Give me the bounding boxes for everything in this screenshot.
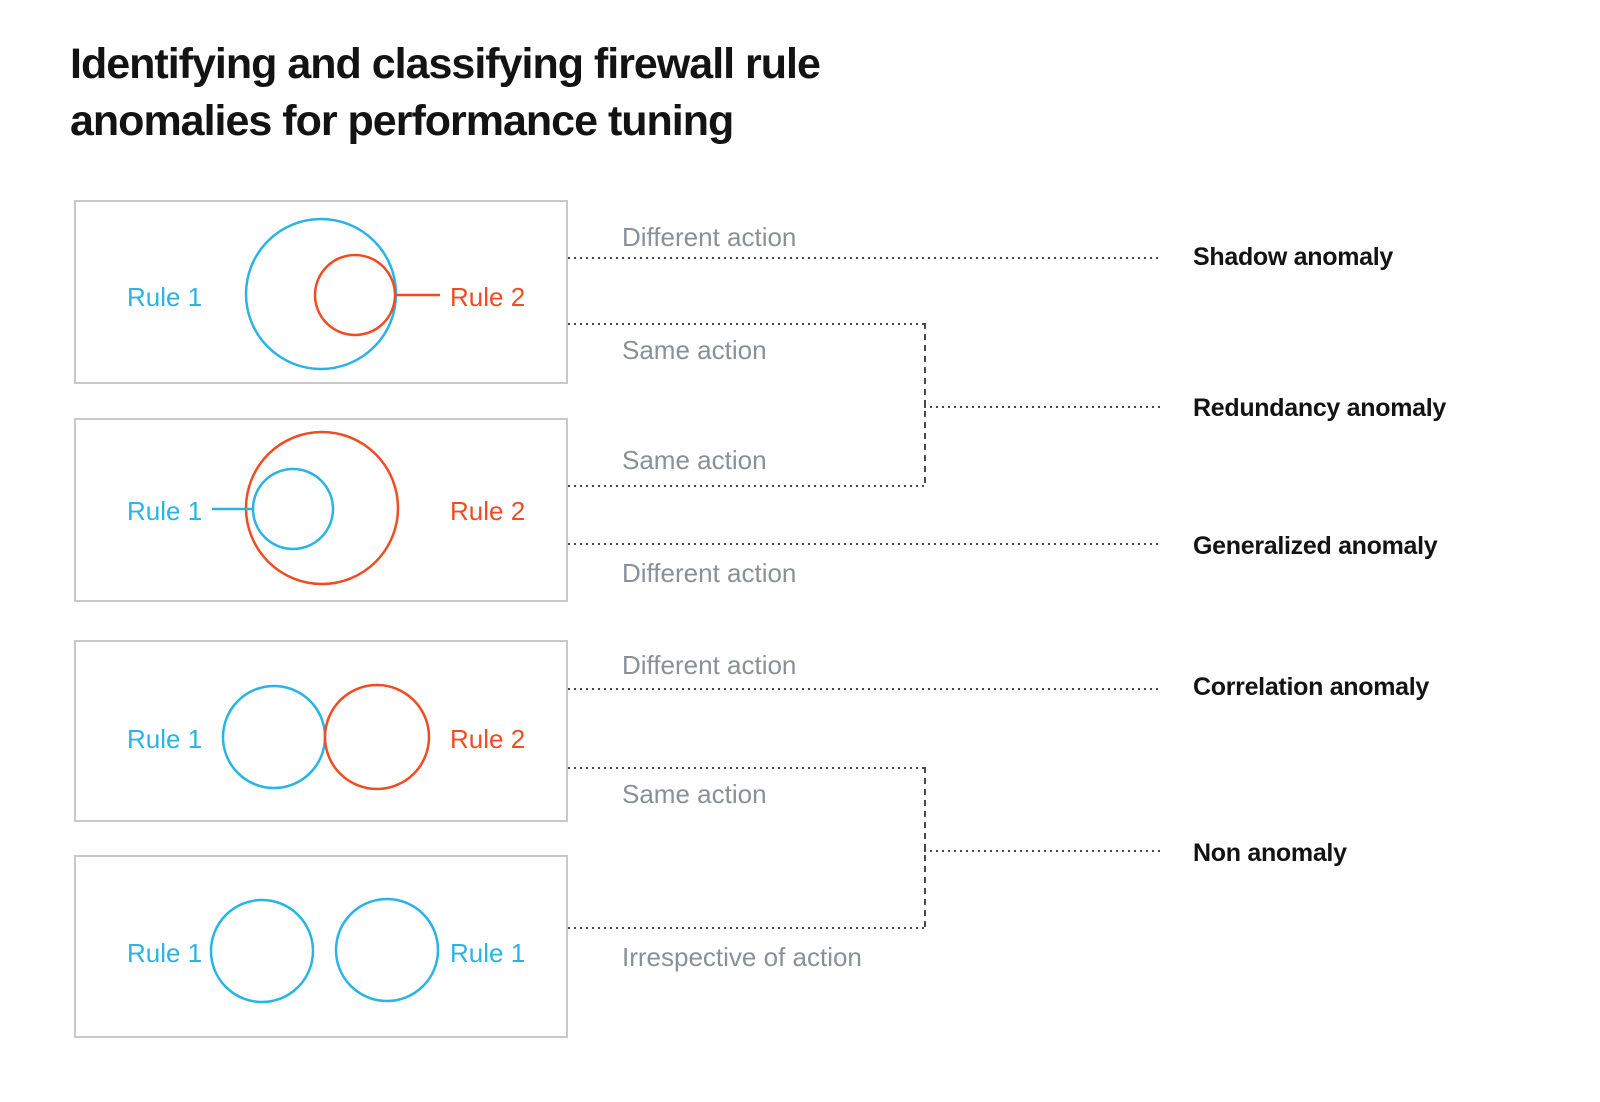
- connector-redundancy-out: [924, 406, 1160, 408]
- venn-box-rule1-inside-rule2: Rule 1 Rule 2: [74, 418, 568, 602]
- rule1-circle-right: [334, 897, 440, 1003]
- connector-non-top: [568, 767, 924, 769]
- rule1-label: Rule 1: [127, 938, 203, 968]
- edge-label-different-action: Different action: [622, 558, 797, 588]
- rule1-circle: [244, 217, 398, 371]
- edge-label-different-action: Different action: [622, 222, 797, 252]
- outcome-generalized-anomaly: Generalized anomaly: [1193, 532, 1438, 560]
- page-title: Identifying and classifying firewall rul…: [70, 36, 821, 150]
- outcome-correlation-anomaly: Correlation anomaly: [1193, 673, 1430, 701]
- venn-box-rules-overlapping: Rule 1 Rule 2: [74, 640, 568, 822]
- venn-graphic: [221, 683, 431, 791]
- connector-shadow: [568, 257, 1160, 259]
- connector-non-out: [924, 850, 1160, 852]
- edge-label-irrespective: Irrespective of action: [622, 942, 862, 972]
- outcome-non-anomaly: Non anomaly: [1193, 839, 1347, 867]
- rule1-label-duplicate: Rule 1: [450, 938, 526, 968]
- connector-redundancy-vertical: [924, 323, 926, 485]
- edge-label-same-action: Same action: [622, 779, 767, 809]
- rule2-circle: [244, 430, 400, 586]
- outcome-shadow-anomaly: Shadow anomaly: [1193, 243, 1394, 271]
- rule2-label: Rule 2: [450, 496, 526, 526]
- rule1-label: Rule 1: [127, 724, 203, 754]
- edge-label-same-action: Same action: [622, 445, 767, 475]
- page-title-line2: anomalies for performance tuning: [70, 97, 734, 145]
- rule1-circle-left: [209, 898, 315, 1004]
- outcome-redundancy-anomaly: Redundancy anomaly: [1193, 394, 1446, 422]
- connector-redundancy-bottom: [568, 485, 924, 487]
- edge-label-different-action: Different action: [622, 650, 797, 680]
- venn-graphic: [244, 217, 440, 371]
- connector-non-vertical: [924, 767, 926, 927]
- rule1-label: Rule 1: [127, 496, 203, 526]
- rule2-circle: [313, 253, 397, 337]
- connector-redundancy-top: [568, 323, 924, 325]
- rule2-label: Rule 2: [450, 282, 526, 312]
- page-title-line1: Identifying and classifying firewall rul…: [70, 40, 821, 88]
- venn-graphic: [209, 897, 440, 1004]
- connector-non-bottom: [568, 927, 924, 929]
- rule1-circle: [221, 684, 327, 790]
- rule1-circle: [251, 467, 335, 551]
- edge-label-same-action: Same action: [622, 335, 767, 365]
- venn-graphic: [212, 430, 400, 586]
- rule1-label: Rule 1: [127, 282, 203, 312]
- connector-correlation: [568, 688, 1160, 690]
- connector-generalized: [568, 543, 1160, 545]
- venn-box-rules-disjoint: Rule 1 Rule 1: [74, 855, 568, 1038]
- rule2-circle: [323, 683, 431, 791]
- venn-box-rule2-inside-rule1: Rule 1 Rule 2: [74, 200, 568, 384]
- rule2-label: Rule 2: [450, 724, 526, 754]
